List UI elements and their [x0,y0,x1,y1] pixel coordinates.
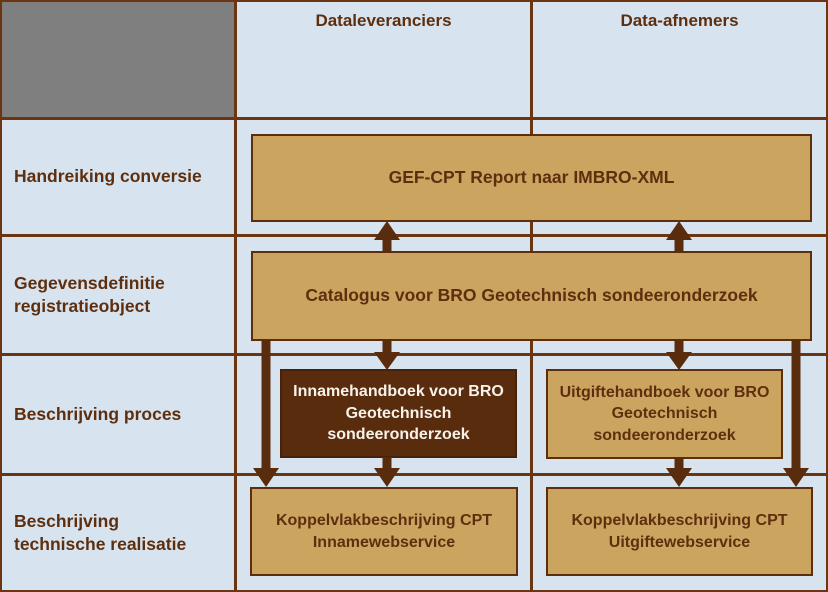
arrow-down-innamehandboek-to-koppelvlak [374,457,400,487]
box-catalogus-bro-geotechnisch-sondeeronderzoek: Catalogus voor BRO Geotechnisch sondeero… [251,251,812,341]
box-label: Uitgiftehandboek voor BRO Geotechnisch s… [559,383,770,444]
box-gef-cpt-report-naar-imbro-xml: GEF-CPT Report naar IMBRO-XML [251,134,812,222]
arrow-down-catalogus-to-koppelvlak-inname [253,340,279,487]
grid-vline-labels-dataleveranciers [234,0,237,592]
corner-cell [0,0,234,117]
box-koppelvlakbeschrijving-cpt-innamewebservice: Koppelvlakbeschrijving CPT Innamewebserv… [250,487,518,576]
box-label: Catalogus voor BRO Geotechnisch sondeero… [305,285,758,306]
grid-hline-header [0,117,828,120]
row-label-text: Gegevensdefinitie registratieobject [14,272,165,316]
row-label-beschrijving-proces: Beschrijving proces [0,356,234,473]
box-koppelvlakbeschrijving-cpt-uitgiftewebservice: Koppelvlakbeschrijving CPT Uitgiftewebse… [546,487,813,576]
column-header-data-afnemers: Data-afnemers [533,0,826,117]
row-label-handreiking-conversie: Handreiking conversie [0,120,234,234]
box-label: Koppelvlakbeschrijving CPT Innamewebserv… [275,511,493,551]
row-label-gegevensdefinitie-registratieobject: Gegevensdefinitie registratieobject [0,237,234,353]
row-label-text: Beschrijving proces [14,403,182,424]
row-label-beschrijving-technische-realisatie: Beschrijving technische realisatie [0,476,234,590]
grid-hline-row1 [0,234,828,237]
arrow-down-catalogus-to-koppelvlak-uitgifte [783,340,809,487]
grid-hline-row2 [0,353,828,356]
box-uitgiftehandboek: Uitgiftehandboek voor BRO Geotechnisch s… [546,369,783,459]
box-label: Koppelvlakbeschrijving CPT Uitgiftewebse… [571,511,788,551]
row-label-text: Handreiking conversie [14,166,202,187]
box-innamehandboek: Innamehandboek voor BRO Geotechnisch son… [280,369,517,458]
grid-hline-row3 [0,473,828,476]
box-label: GEF-CPT Report naar IMBRO-XML [388,167,675,188]
box-label: Innamehandboek voor BRO Geotechnisch son… [293,383,504,444]
row-label-text: Beschrijving technische realisatie [14,510,187,554]
column-header-dataleveranciers: Dataleveranciers [237,0,530,117]
column-header-label: Data-afnemers [620,11,739,30]
column-header-label: Dataleveranciers [315,11,452,30]
